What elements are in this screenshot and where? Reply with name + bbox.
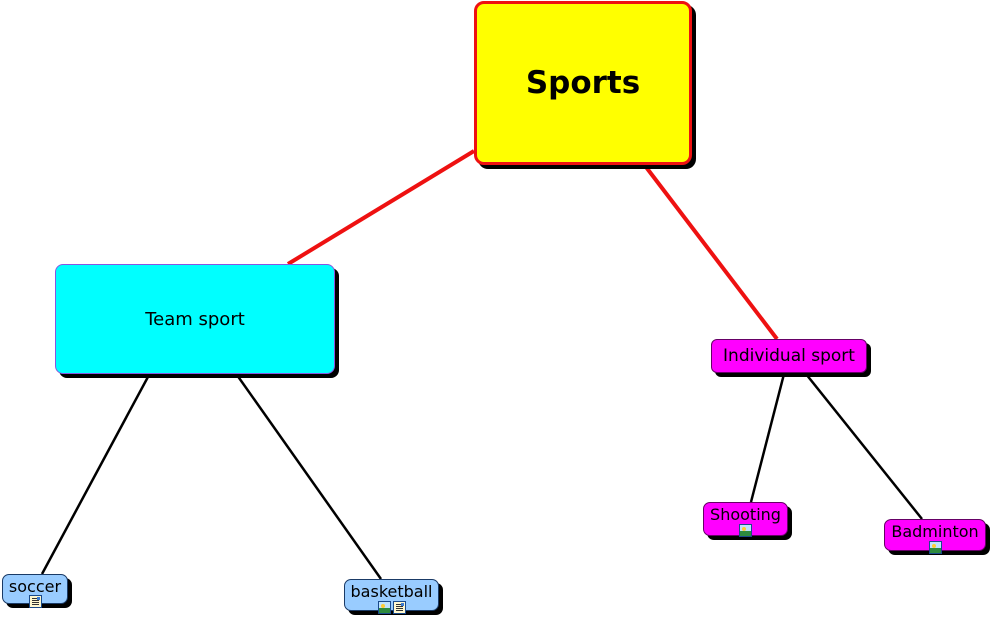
- node-label: soccer: [8, 577, 62, 596]
- node-label: basketball: [350, 582, 433, 601]
- link-sports-individual-sport: [644, 165, 779, 341]
- link-sports-team-sport: [286, 149, 476, 266]
- attachment-icons: [377, 601, 406, 614]
- link-team-sport-basketball: [235, 374, 383, 580]
- link-individual-sport-badminton: [805, 373, 923, 520]
- note-icon[interactable]: [28, 595, 42, 608]
- node-label: Badminton: [891, 522, 979, 541]
- image-icon[interactable]: [377, 601, 391, 614]
- node-label: Sports: [525, 65, 641, 101]
- node-label: Team sport: [145, 308, 245, 330]
- image-icon[interactable]: [739, 524, 752, 537]
- image-icon[interactable]: [928, 541, 942, 554]
- node-label: Individual sport: [723, 346, 855, 366]
- node-shooting[interactable]: Shooting: [703, 502, 788, 537]
- link-team-sport-soccer: [40, 374, 151, 575]
- attachment-icons: [739, 524, 752, 537]
- node-sports[interactable]: Sports: [474, 1, 692, 165]
- node-basketball[interactable]: basketball: [344, 579, 439, 614]
- attachment-icons: [928, 541, 942, 554]
- link-individual-sport-shooting: [749, 373, 786, 503]
- node-soccer[interactable]: soccer: [2, 574, 68, 608]
- node-individual-sport[interactable]: Individual sport: [711, 339, 867, 373]
- node-badminton[interactable]: Badminton: [884, 519, 986, 554]
- node-label: Shooting: [710, 505, 781, 524]
- node-team-sport[interactable]: Team sport: [55, 264, 335, 374]
- note-icon[interactable]: [392, 601, 406, 614]
- attachment-icons: [28, 595, 42, 608]
